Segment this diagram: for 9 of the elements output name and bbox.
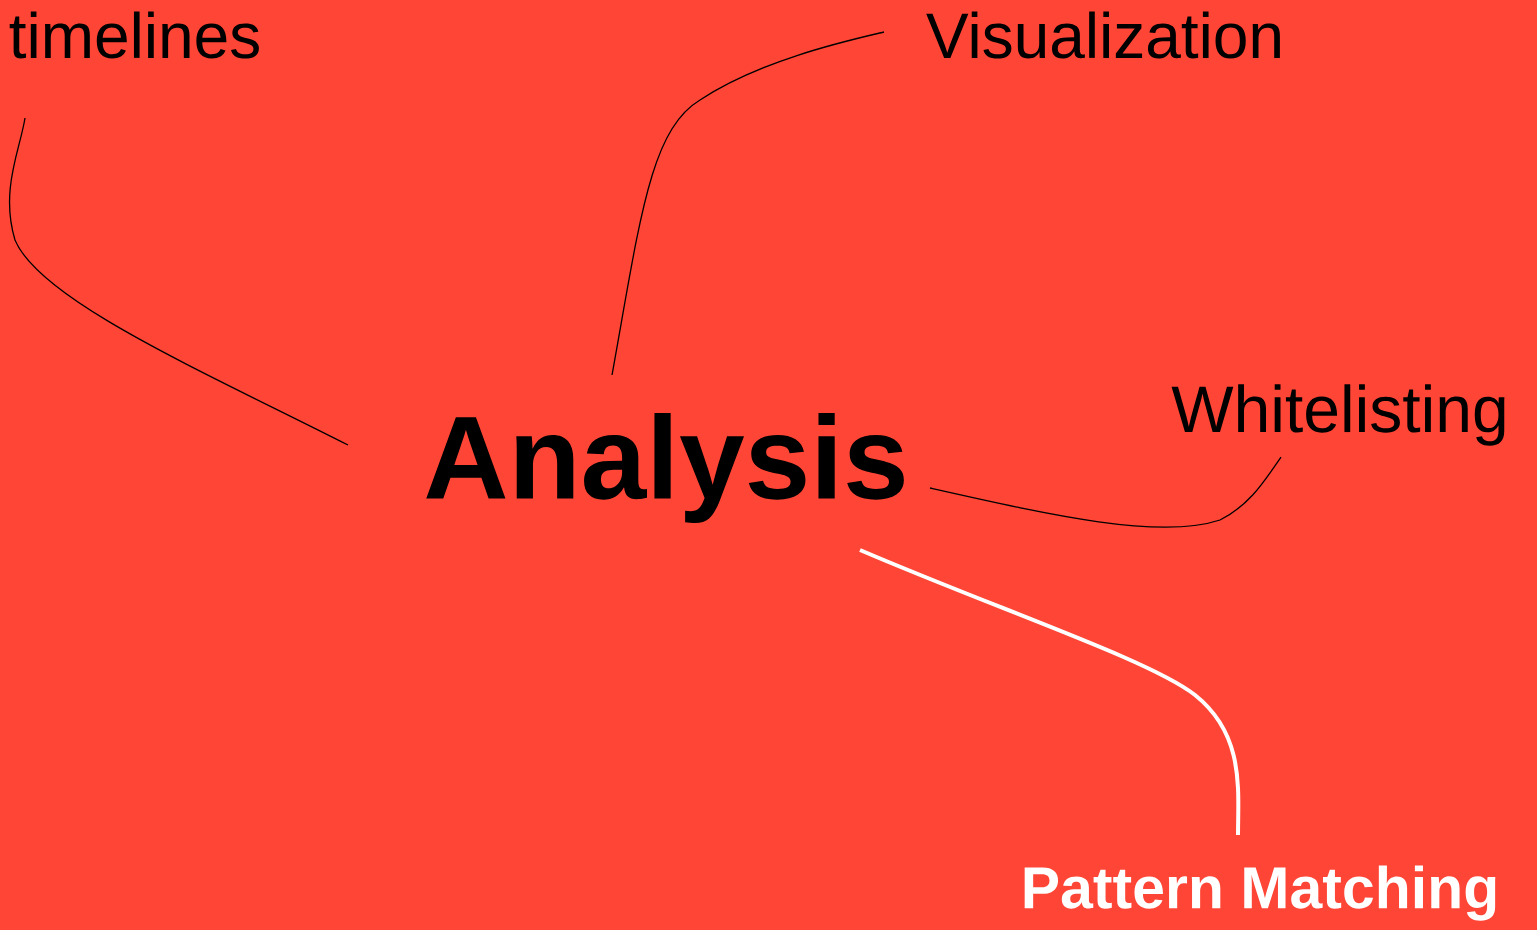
connector-line: [8, 117, 349, 446]
connector-line: [929, 456, 1282, 528]
topic-label: timelines: [9, 11, 259, 59]
topic-label: Visualization: [926, 11, 1280, 59]
topic-label: Pattern Matching: [1024, 865, 1496, 921]
connector-line: [859, 548, 1241, 836]
central-topic: Analysis: [426, 413, 904, 523]
topic-label: Whitelisting: [1171, 384, 1505, 446]
connector-line: [611, 31, 885, 376]
